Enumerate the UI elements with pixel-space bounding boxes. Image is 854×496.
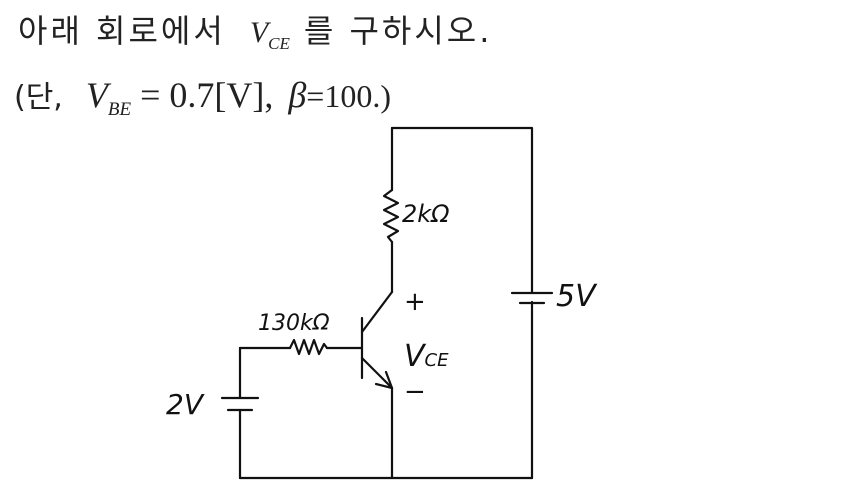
base-resistor xyxy=(288,338,329,356)
collector-resistor xyxy=(382,188,400,244)
transistor-emitter-leg xyxy=(360,356,394,390)
vbe-value: = 0.7[V], xyxy=(140,75,274,115)
vce-label: VCE xyxy=(404,339,449,374)
transistor-collector-leg xyxy=(360,290,394,334)
vbe-subscript: BE xyxy=(107,99,132,121)
question-line-2: (단, VBE = 0.7[V], β=100.) xyxy=(14,72,391,121)
plus-sign: + xyxy=(404,287,426,317)
collector-resistor-label: 2kΩ xyxy=(402,200,450,228)
question-line-1: 아래 회로에서 VCE 를 구하시오. xyxy=(18,6,492,54)
vce-variable: VCE xyxy=(249,16,290,53)
base-resistor-label: 130kΩ xyxy=(258,311,330,336)
beta-value: =100.) xyxy=(306,78,391,114)
minus-sign: − xyxy=(404,377,426,407)
top-wire xyxy=(390,126,534,294)
condition-open: (단, xyxy=(14,80,63,115)
base-source-label: 2V xyxy=(166,388,205,421)
beta-symbol: β xyxy=(288,75,307,115)
question-prefix: 아래 회로에서 xyxy=(18,12,226,50)
question-suffix: 를 구하시오. xyxy=(303,12,493,50)
supply-label: 5V xyxy=(556,279,598,314)
vbe-variable: V xyxy=(85,75,108,115)
